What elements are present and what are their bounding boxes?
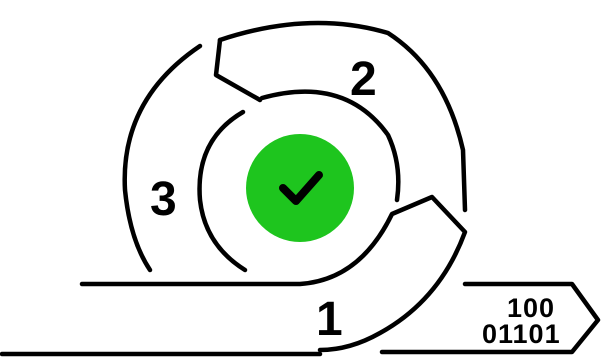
binary-line-2: 01101: [482, 319, 561, 349]
step-1-label: 1: [316, 293, 343, 346]
step-2-label: 2: [350, 53, 377, 106]
step-3-label: 3: [150, 173, 177, 226]
outer-arc-step-3: [125, 46, 200, 270]
checkmark-icon: [246, 134, 354, 242]
inner-arc-left: [200, 112, 245, 270]
check-circle: [246, 134, 354, 242]
outer-arc-notch: [216, 40, 260, 100]
